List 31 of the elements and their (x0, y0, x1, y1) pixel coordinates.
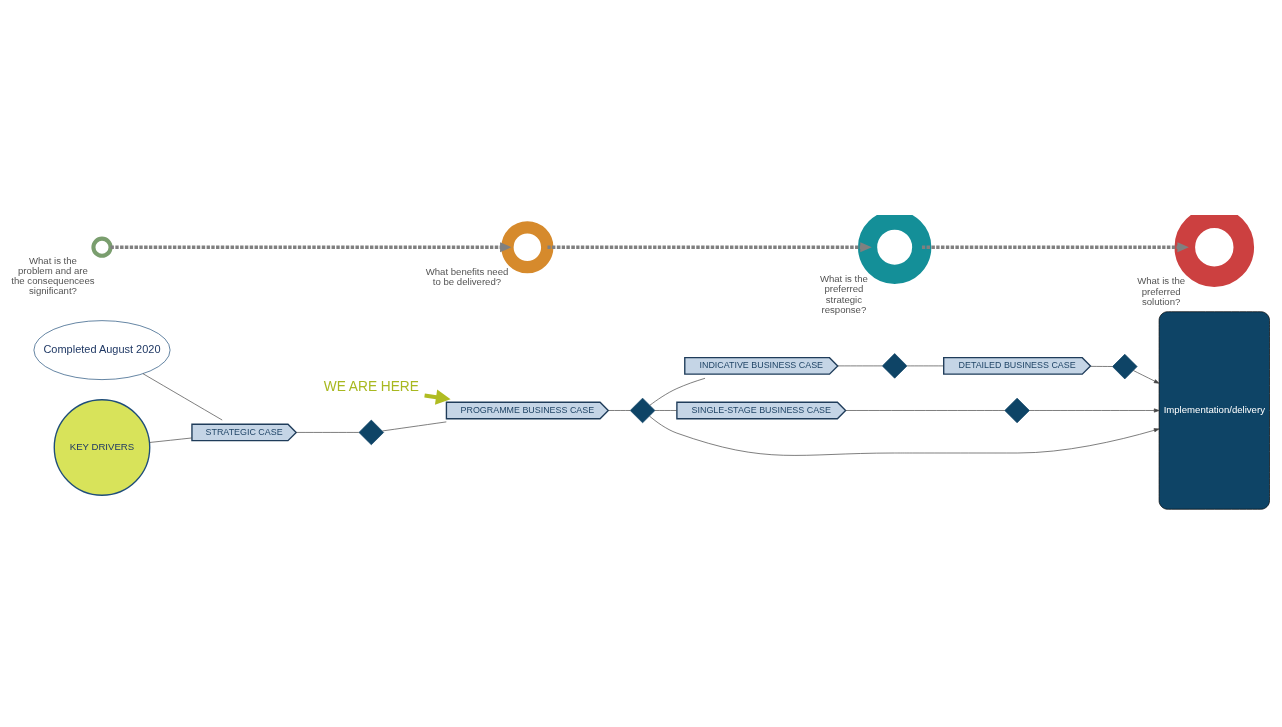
node-label: What is the problem and are the consequencees significant? (11, 254, 95, 297)
connector (649, 377, 706, 406)
connector (837, 365, 883, 367)
connector (906, 365, 944, 367)
arrow (921, 242, 1189, 253)
node-diamond (881, 353, 908, 379)
node-text: WE ARE HERE (323, 379, 419, 395)
connector (295, 432, 360, 433)
node-label: What benefits need to be delivered? (425, 265, 509, 288)
connector (382, 421, 447, 432)
node-ellipse: Completed August 2020 (33, 320, 171, 380)
arrow (1029, 408, 1160, 413)
arrow (547, 242, 872, 253)
node-circle (91, 236, 113, 258)
node-diamond (358, 419, 384, 446)
connector (608, 410, 631, 411)
connector (845, 410, 1005, 411)
arrow (1132, 370, 1160, 384)
connector (142, 373, 223, 421)
connector (654, 410, 678, 411)
node-circle: KEY DRIVERS (53, 399, 151, 496)
node-label: What is the preferred solution? (1137, 275, 1186, 307)
arrow (110, 242, 512, 253)
connector (149, 437, 193, 443)
node-label: What is the preferred strategic response? (819, 273, 868, 315)
node-box: Implementation/delivery (1158, 311, 1270, 510)
arrow (649, 415, 1160, 456)
connector (1090, 366, 1113, 367)
node-diamond (1004, 397, 1030, 424)
node-diamond (629, 397, 656, 424)
node-diamond (1112, 353, 1138, 380)
